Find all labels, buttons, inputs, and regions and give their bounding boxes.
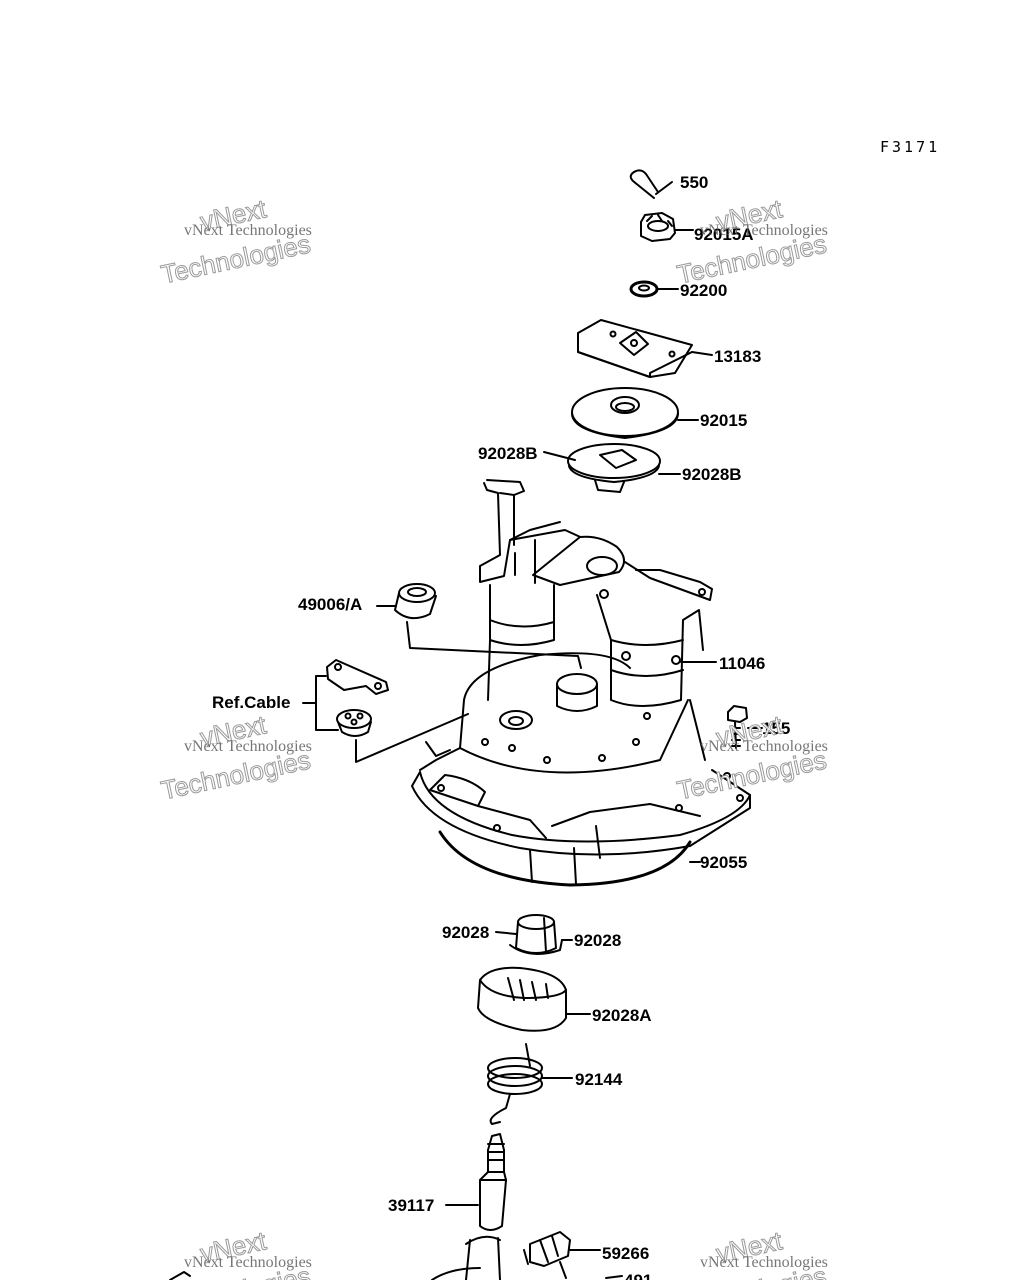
collar-92028a [477, 966, 591, 1032]
cotter-pin-550 [629, 169, 673, 199]
ref-cable-parts [302, 659, 469, 763]
label-92028b-right: 92028B [682, 465, 742, 484]
label-11046: 11046 [719, 654, 766, 673]
fitting-59266 [523, 1231, 623, 1279]
label-92055: 92055 [700, 853, 748, 872]
label-92028b-left: 92028B [478, 444, 538, 463]
seal-49006a [376, 583, 582, 669]
bushing-92028 [495, 914, 573, 955]
spring-92144 [487, 1043, 573, 1125]
label-92200: 92200 [680, 281, 728, 300]
castle-nut-92015a [640, 212, 694, 242]
label-491: 491 [624, 1272, 652, 1280]
label-ref-cable: Ref.Cable [212, 693, 291, 712]
label-550: 550 [680, 173, 709, 192]
washer-92200 [629, 280, 679, 298]
label-39117: 39117 [388, 1196, 435, 1215]
label-92144: 92144 [575, 1070, 623, 1089]
figure-code: F3171 [880, 138, 941, 156]
label-92028a: 92028A [592, 1006, 652, 1025]
shaft-39117 [445, 1133, 507, 1280]
o-ring-92055 [438, 830, 701, 887]
bushing-92028b [543, 443, 681, 493]
label-13183: 13183 [714, 347, 762, 366]
label-155: 155 [762, 719, 791, 738]
label-59266: 59266 [602, 1244, 650, 1263]
label-92028-right: 92028 [574, 931, 622, 950]
label-49006a: 49006/A [298, 595, 363, 614]
plate-13183 [577, 319, 713, 378]
label-92028-left: 92028 [442, 923, 490, 942]
lower-base-outline [431, 1267, 481, 1280]
housing-11046 [411, 479, 751, 885]
bolt-155 [727, 705, 763, 749]
label-92015a: 92015A [694, 225, 754, 244]
label-92015: 92015 [700, 411, 748, 430]
disk-92015 [571, 387, 699, 439]
lower-left-part [169, 1271, 191, 1280]
